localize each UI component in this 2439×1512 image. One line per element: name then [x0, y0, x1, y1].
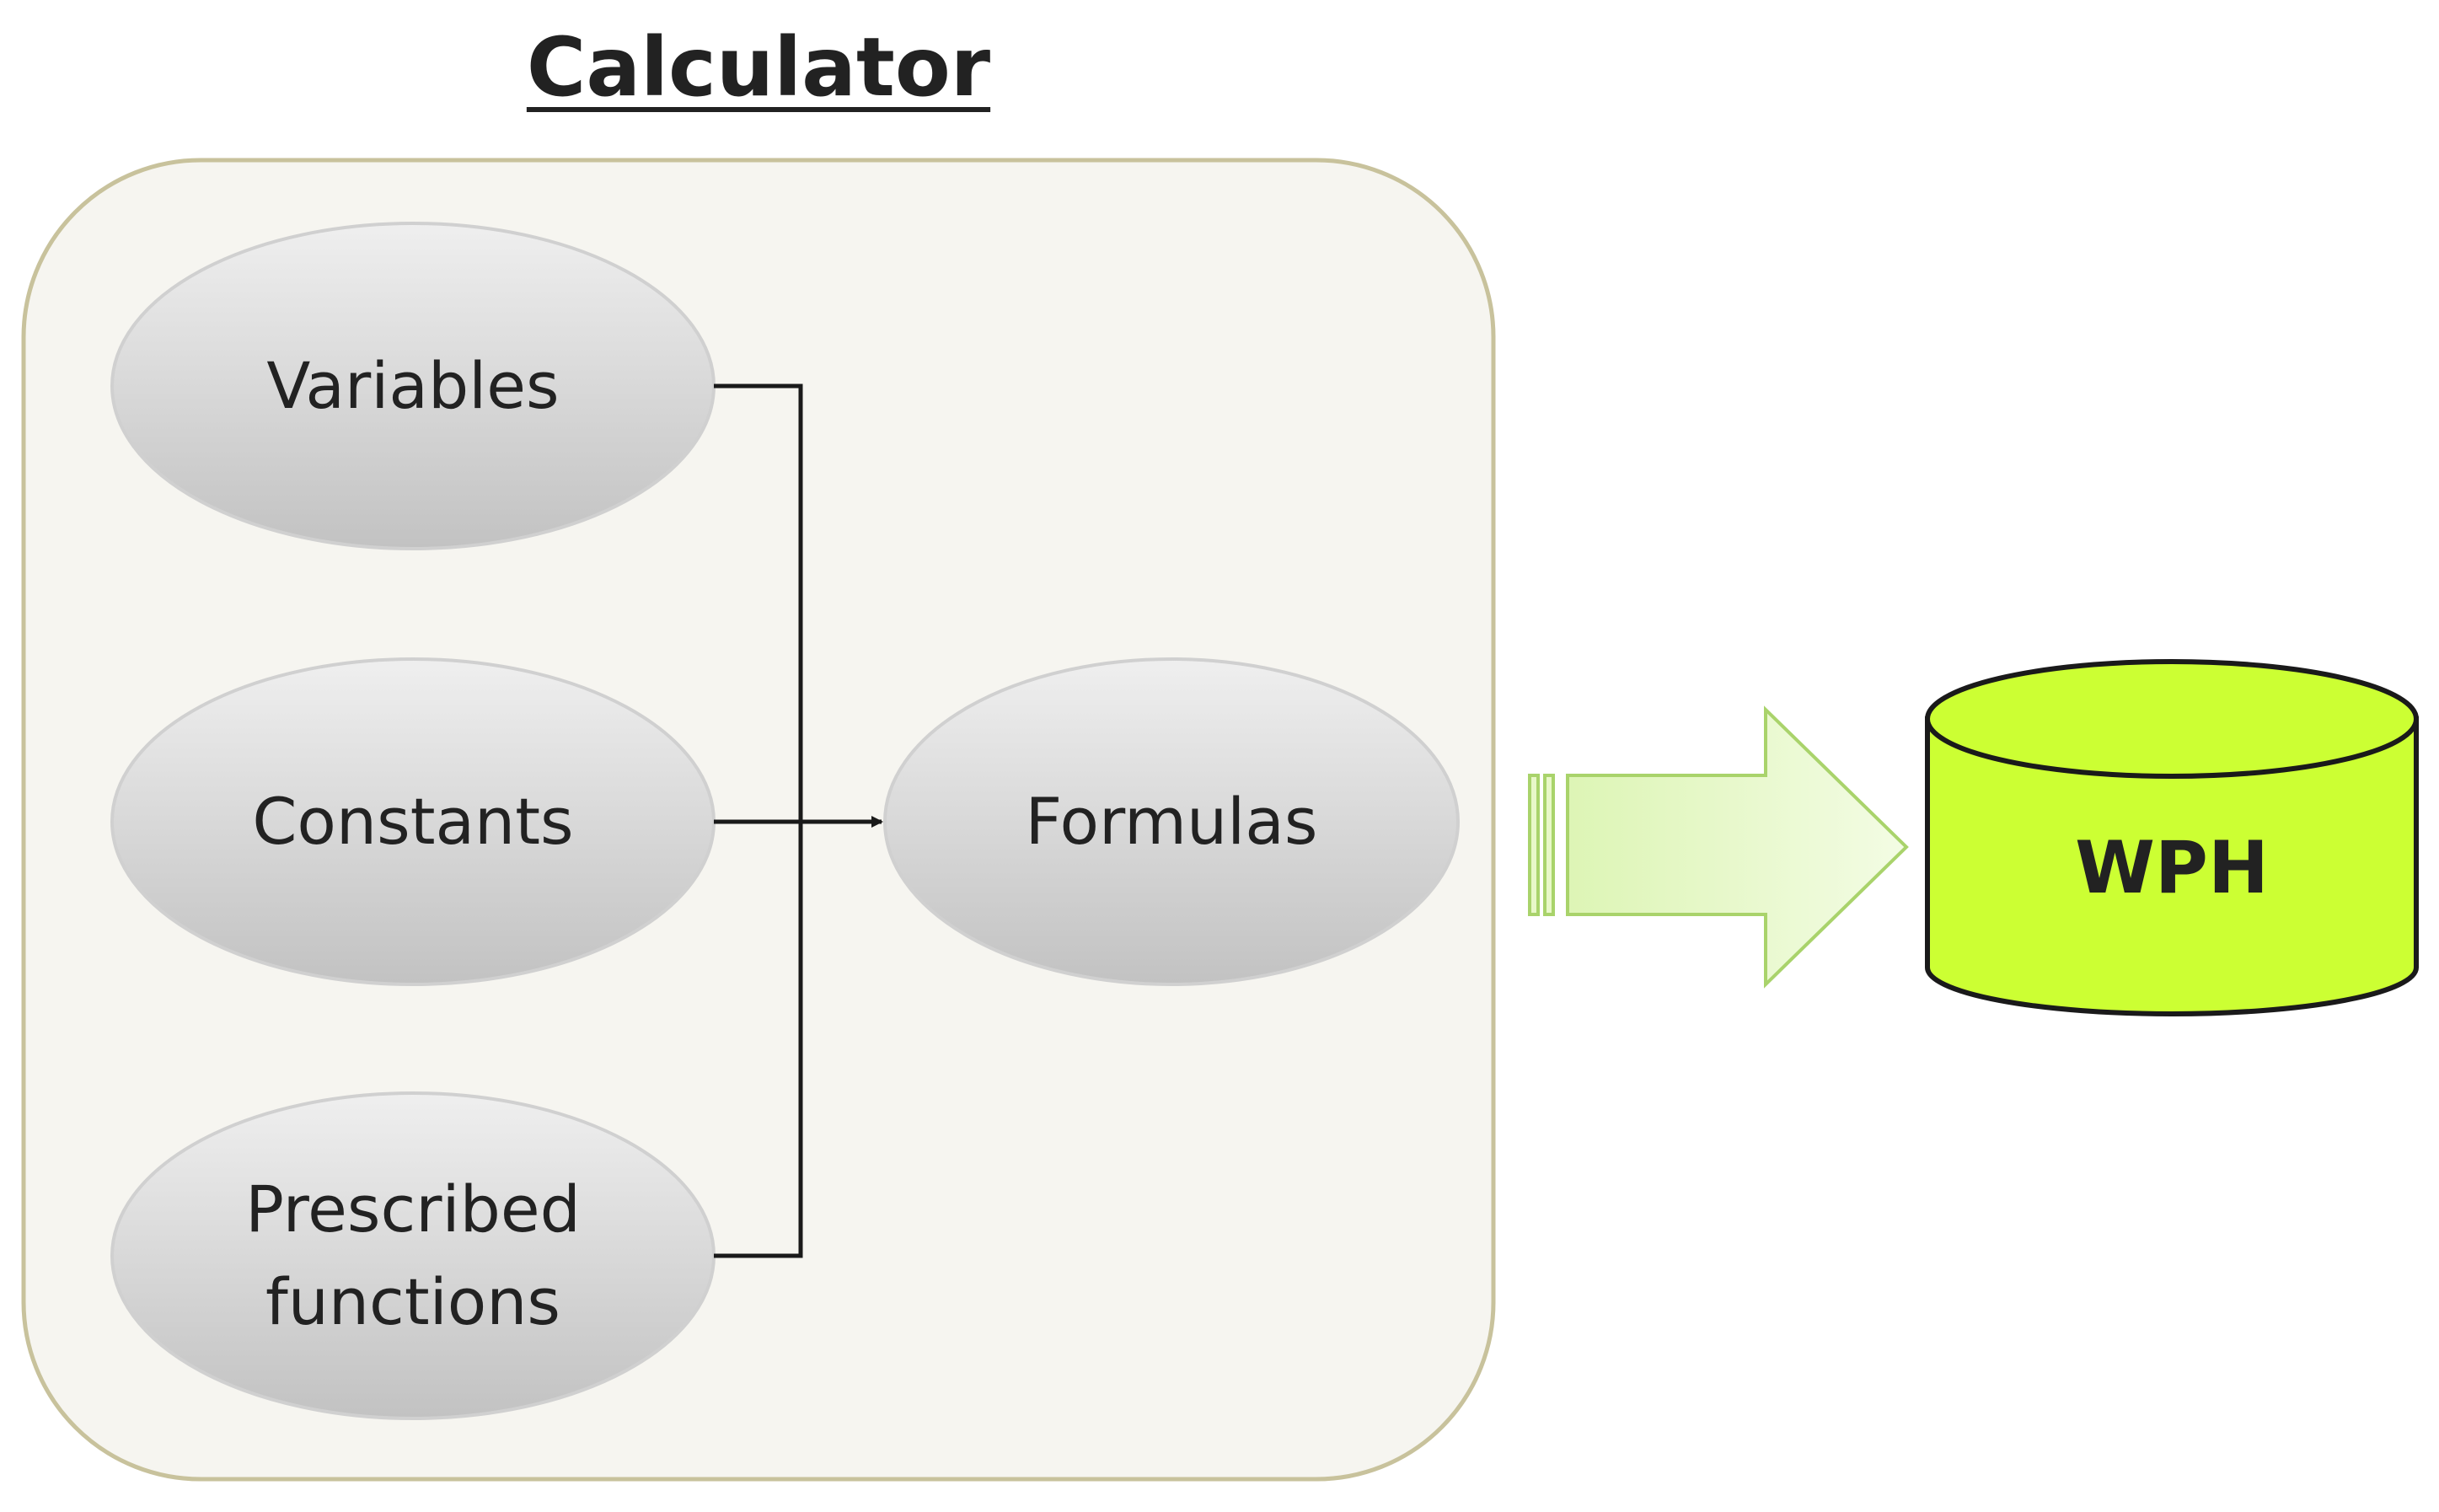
prescribed-functions-label: Prescribed functions [245, 1172, 581, 1339]
wph-database [1925, 659, 2419, 1016]
formulas-label: Formulas [1025, 784, 1318, 859]
block-arrow [1528, 705, 1909, 989]
calculator-title: Calculator [526, 20, 991, 115]
connector-lines [714, 383, 883, 1258]
connector-variables [714, 383, 803, 822]
connector-prescribed [714, 822, 803, 1258]
formulas-node [883, 657, 1460, 986]
constants-label: Constants [252, 784, 574, 859]
wph-label: WPH [2075, 826, 2269, 910]
variables-label: Variables [266, 348, 560, 423]
